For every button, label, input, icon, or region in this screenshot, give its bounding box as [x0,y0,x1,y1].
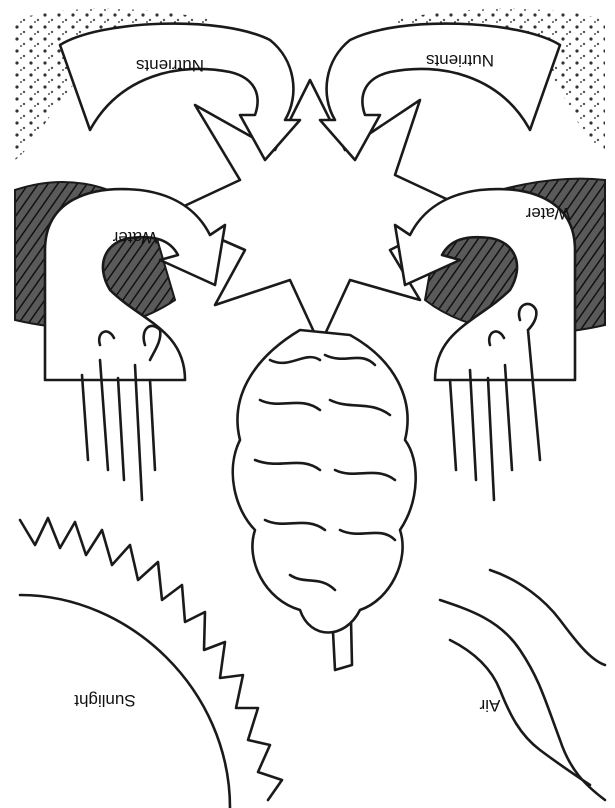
water-label-left: Water [112,228,157,247]
nutrients-arrow-left [60,24,300,160]
nutrients-arrow-right [320,24,560,160]
air-label: Air [479,696,500,715]
water-label-right: Water [525,204,570,223]
nutrients-label-left: Nutrients [136,56,204,75]
root-star [165,80,470,345]
air-lines [440,570,605,800]
nutrients-label-right: Nutrients [426,51,494,70]
sunlight-label: Sunlight [74,691,136,710]
tree [233,330,416,670]
sun [20,518,282,808]
